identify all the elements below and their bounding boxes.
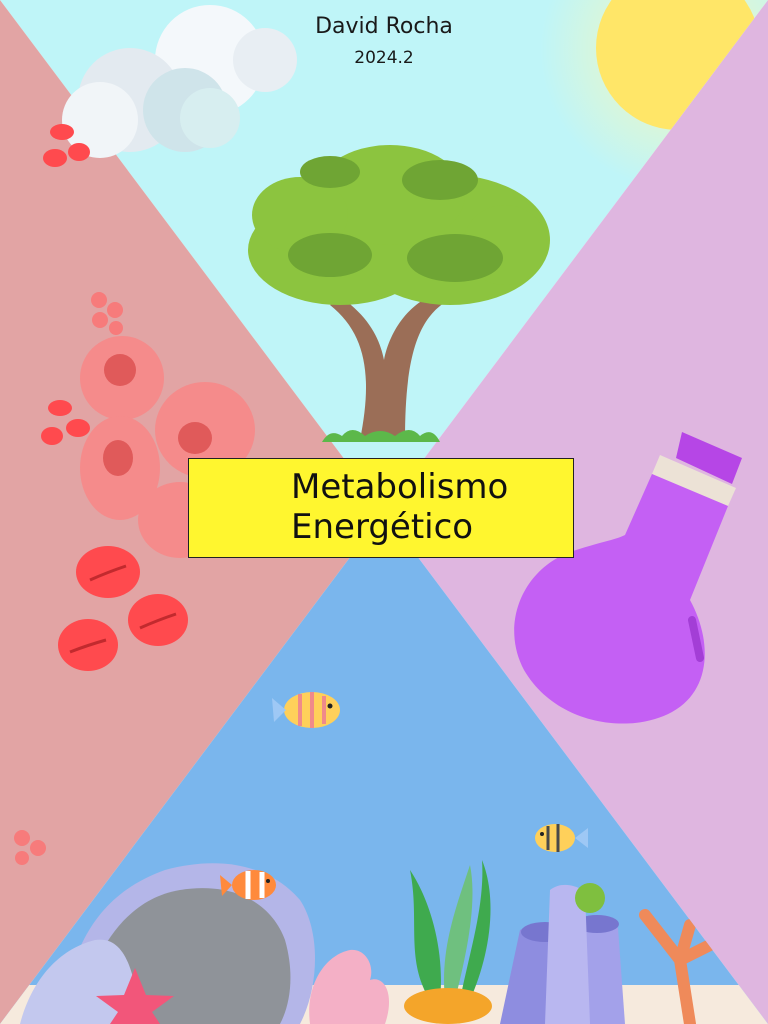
tree-icon	[248, 145, 550, 442]
starfish-icon	[96, 968, 174, 1024]
author-name: David Rocha	[315, 14, 453, 39]
flask-quadrant	[384, 0, 768, 1024]
title-line-1: Metabolismo	[291, 467, 509, 507]
fish-icon	[535, 824, 588, 852]
cell-icon	[155, 382, 255, 478]
red-blood-cell-icon	[76, 546, 140, 598]
cloud-icon	[62, 5, 297, 158]
small-cell-icon	[14, 830, 46, 865]
red-blood-cell-cluster	[14, 124, 255, 865]
red-blood-cell-icon	[50, 124, 74, 140]
red-blood-cell-icon	[58, 619, 118, 671]
title-box: Metabolismo Energético	[188, 458, 574, 558]
red-blood-cell-icon	[128, 594, 188, 646]
fish-icon	[272, 692, 340, 728]
red-blood-cell-icon	[48, 400, 72, 416]
red-blood-cell-icon	[66, 419, 90, 437]
sea-urchin-icon	[575, 883, 605, 913]
flask-icon	[514, 432, 742, 724]
seaweed-icon	[404, 860, 492, 1024]
cell-icon	[80, 416, 160, 520]
red-blood-cell-icon	[43, 149, 67, 167]
coral-icon	[309, 949, 390, 1024]
year-label: 2024.2	[354, 48, 414, 68]
small-cell-icon	[91, 292, 123, 335]
title-line-2: Energético	[291, 507, 474, 547]
clownfish-icon	[220, 870, 276, 900]
cell-icon	[80, 336, 164, 420]
red-blood-cell-icon	[41, 427, 63, 445]
red-blood-cell-icon	[68, 143, 90, 161]
coral-icon	[500, 884, 625, 1024]
